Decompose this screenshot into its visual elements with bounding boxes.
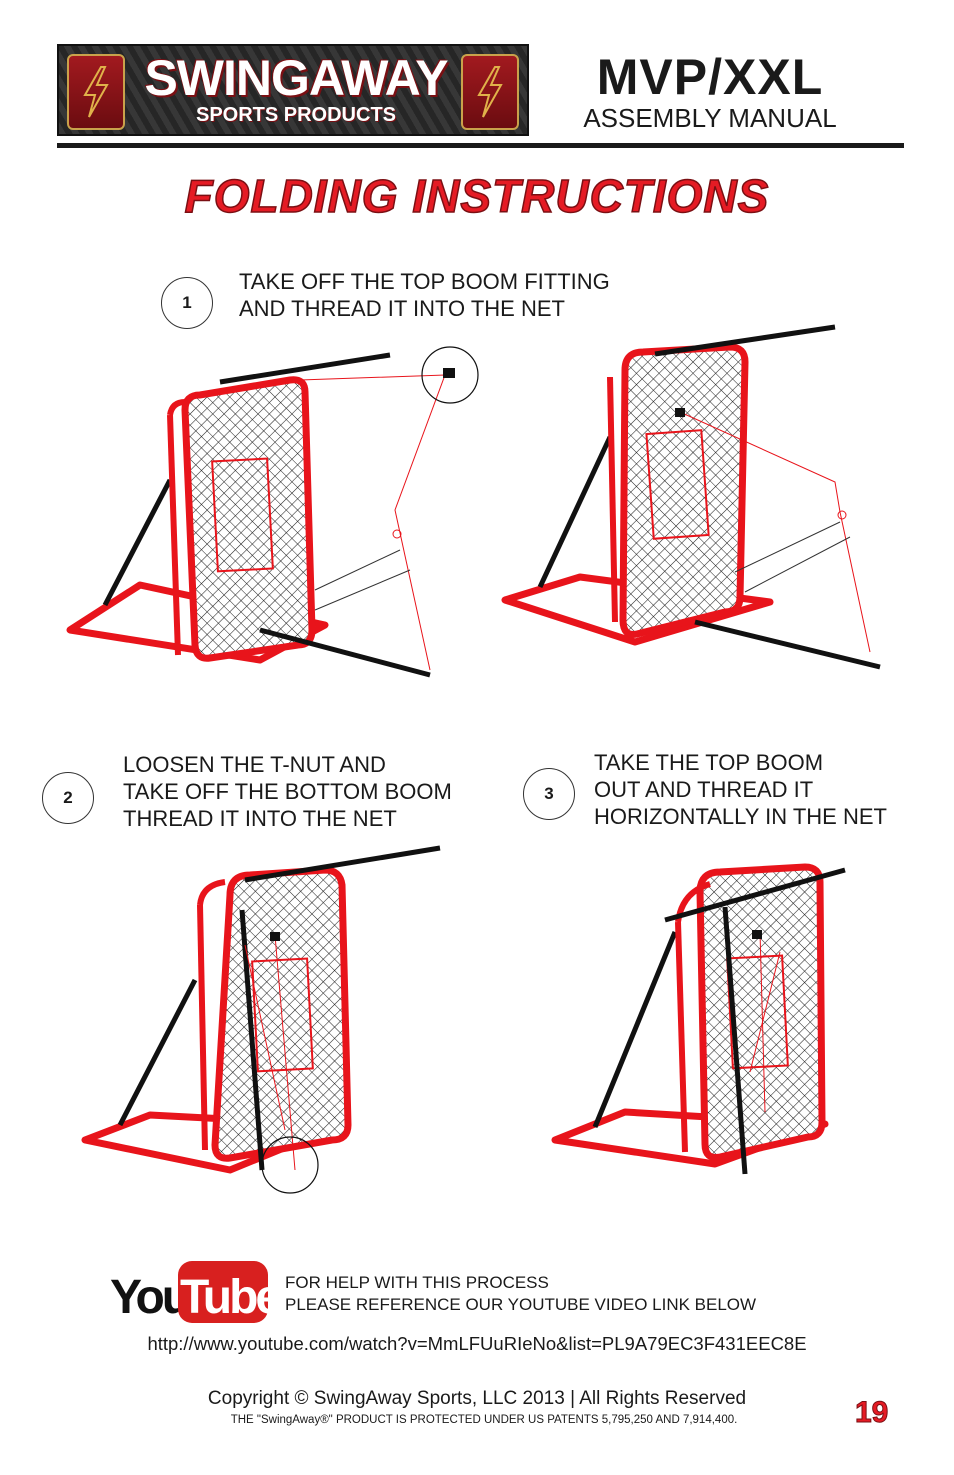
step-3-line-3: HORIZONTALLY IN THE NET xyxy=(594,804,887,829)
step-3-line-1: TAKE THE TOP BOOM xyxy=(594,750,824,775)
manual-label: ASSEMBLY MANUAL xyxy=(583,103,837,133)
step-number-3: 3 xyxy=(523,768,575,820)
page-title: FOLDING INSTRUCTIONS xyxy=(184,169,770,223)
step-3-illustration xyxy=(551,863,846,1175)
step-1-line-1: TAKE OFF THE TOP BOOM FITTING xyxy=(239,269,610,294)
step-number-1: 1 xyxy=(161,277,213,329)
lightning-bolt-icon xyxy=(461,54,519,130)
step-1-line-2: AND THREAD IT INTO THE NET xyxy=(239,296,565,321)
youtube-help-text: FOR HELP WITH THIS PROCESS PLEASE REFERE… xyxy=(285,1272,756,1316)
page-number: 19 xyxy=(854,1396,889,1430)
youtube-logo: You Tube xyxy=(110,1261,270,1324)
patent-notice: THE "SwingAway®" PRODUCT IS PROTECTED UN… xyxy=(230,1414,738,1426)
step-2-line-2: TAKE OFF THE BOTTOM BOOM xyxy=(123,779,452,804)
step-1-illustration-b xyxy=(501,324,881,670)
step-2-line-1: LOOSEN THE T-NUT AND xyxy=(123,752,386,777)
svg-text:You: You xyxy=(110,1271,189,1324)
lightning-bolt-icon xyxy=(67,54,125,130)
step-2-text: LOOSEN THE T-NUT AND TAKE OFF THE BOTTOM… xyxy=(123,751,452,832)
help-line-1: FOR HELP WITH THIS PROCESS xyxy=(285,1273,549,1292)
step-2-line-3: THREAD IT INTO THE NET xyxy=(123,806,397,831)
step-3-line-2: OUT AND THREAD IT xyxy=(594,777,814,802)
youtube-link[interactable]: http://www.youtube.com/watch?v=MmLFUuRIe… xyxy=(147,1333,807,1354)
help-line-2: PLEASE REFERENCE OUR YOUTUBE VIDEO LINK … xyxy=(285,1295,757,1314)
step-3-text: TAKE THE TOP BOOM OUT AND THREAD IT HORI… xyxy=(594,749,887,830)
header-divider xyxy=(57,143,904,148)
brand-subtitle: SPORTS PRODUCTS xyxy=(195,104,397,126)
brand-logo: SWINGAWAY SPORTS PRODUCTS xyxy=(57,44,529,136)
svg-text:Tube: Tube xyxy=(180,1271,270,1324)
step-1-illustration-a xyxy=(66,346,479,678)
copyright-notice: Copyright © SwingAway Sports, LLC 2013 |… xyxy=(207,1388,747,1409)
step-1-text: TAKE OFF THE TOP BOOM FITTING AND THREAD… xyxy=(239,268,610,322)
step-2-illustration xyxy=(81,845,441,1194)
brand-name: SWINGAWAY xyxy=(144,50,448,106)
model-name: MVP/XXL xyxy=(596,49,824,105)
step-number-2: 2 xyxy=(42,772,94,824)
